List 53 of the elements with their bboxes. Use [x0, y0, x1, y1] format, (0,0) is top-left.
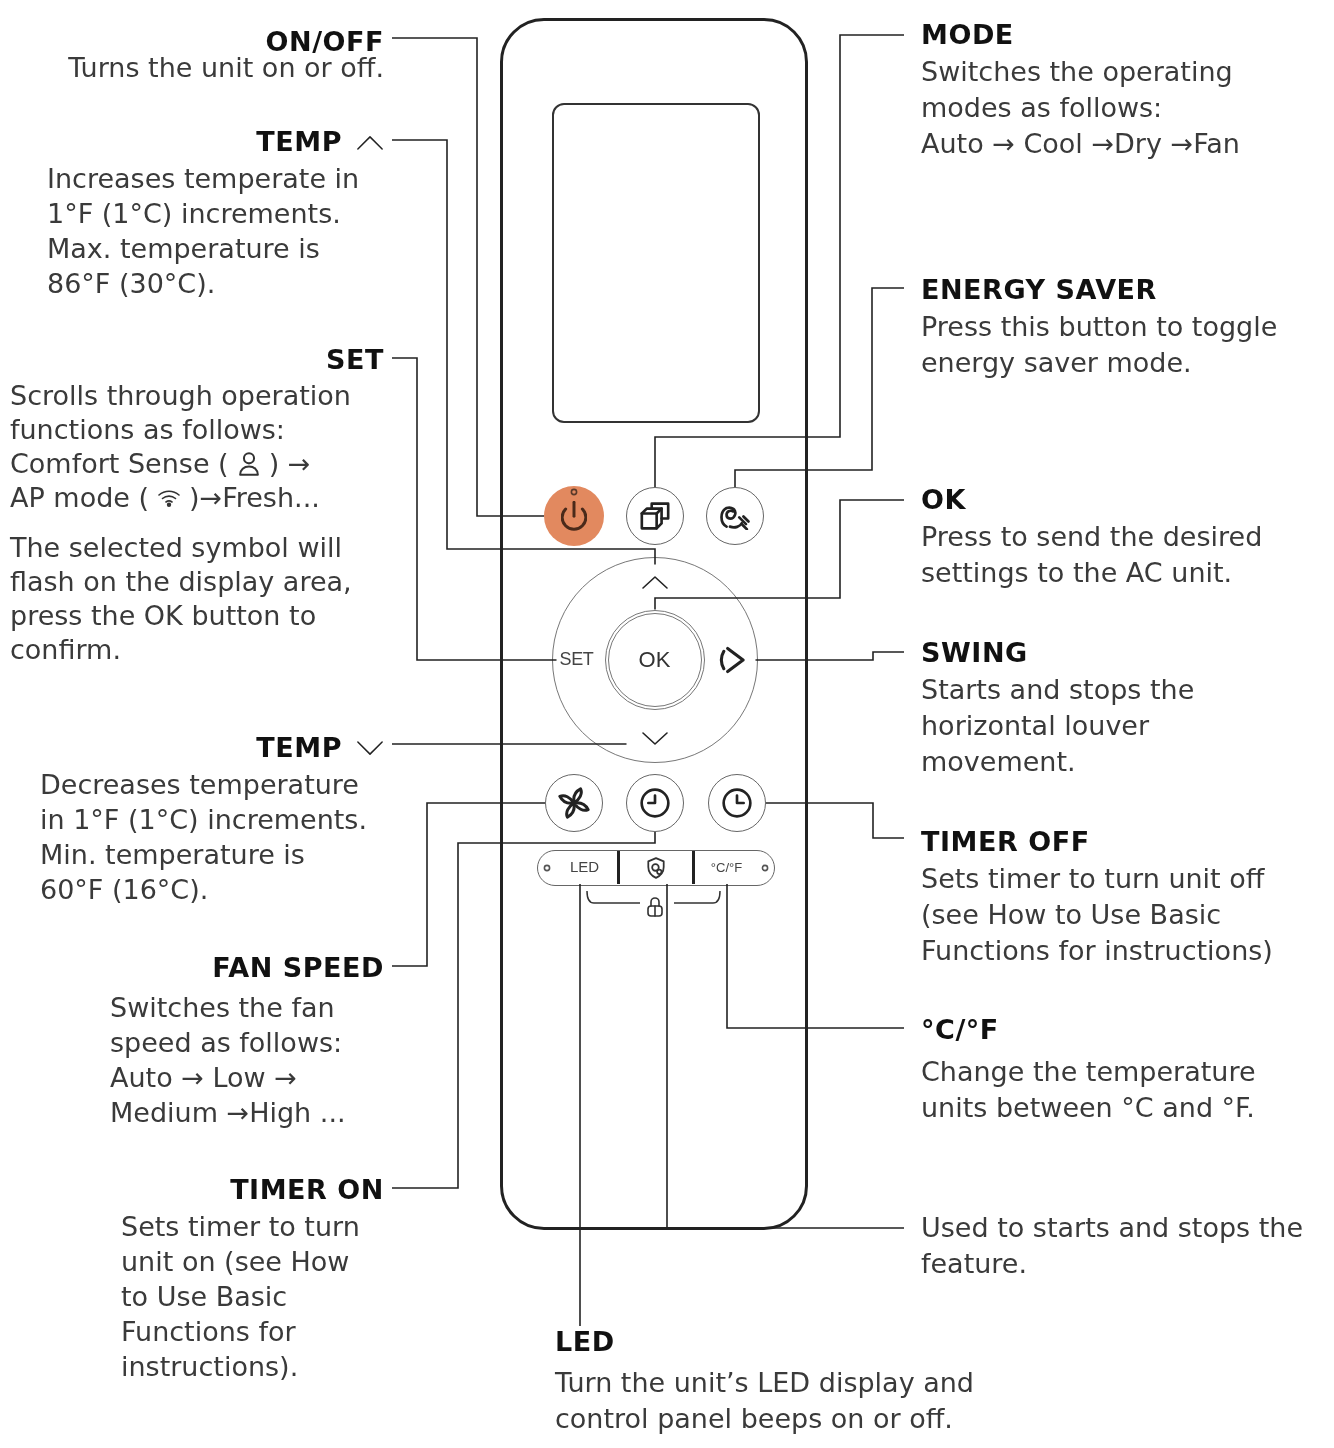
remote-body: [500, 18, 808, 1230]
callout-text: Press this button to toggle energy saver mode.: [921, 310, 1279, 380]
leader-line: [654, 499, 905, 611]
leader-line: [391, 802, 546, 967]
power-button: [544, 486, 604, 546]
leader-line: [391, 743, 628, 745]
callout-heading: LED: [555, 1326, 615, 1358]
leader-line: [765, 802, 905, 839]
callout-text: Increases temperate in 1°F (1°C) increments. Max. temperature is 86°F (30°C).: [47, 162, 361, 301]
leader-line: [391, 139, 656, 566]
callout-text: Switches the operating modes as follows:: [921, 55, 1234, 125]
leader-line: [579, 883, 581, 1327]
callout-heading: °C/°F: [921, 1014, 999, 1046]
callout-heading: MODE: [921, 19, 1014, 51]
callout-text: Auto → Cool →Dry →Fan: [921, 127, 1241, 161]
callout-heading: ENERGY SAVER: [921, 274, 1157, 306]
callout-heading: TIMER ON: [230, 1174, 384, 1206]
callout-text: Used to starts and stops the feature.: [921, 1211, 1305, 1281]
key-label: SET: [559, 648, 594, 671]
key-label: °C/°F: [710, 858, 743, 877]
callout-text: Press to send the desired settings to the AC unit.: [921, 520, 1264, 590]
callout-text: Sets timer to turn unit off (see How to Use Basic Functions for instructions): [921, 862, 1274, 968]
callout-text: ) →: [268, 448, 311, 479]
leader-line: [391, 37, 545, 517]
callout-heading: FAN SPEED: [212, 952, 384, 984]
leader-line: [391, 831, 656, 1189]
leader-line: [666, 883, 905, 1229]
key-label: LED: [569, 857, 600, 878]
callout-heading: OK: [921, 484, 966, 516]
callout-text: Turn the unit’s LED display and control panel beeps on or off.: [555, 1366, 975, 1436]
callout-text: Sets timer to turn unit on (see How to Use Basic Functions for instructions).: [121, 1210, 361, 1384]
callout-text: Starts and stops the horizontal louver movement.: [921, 673, 1196, 779]
callout-heading: SET: [326, 344, 384, 376]
leader-line: [391, 357, 558, 661]
callout-text: Switches the fan speed as follows:: [110, 991, 344, 1060]
leader-line: [726, 883, 905, 1029]
callout-text: AP mode (: [10, 482, 150, 513]
callout-text: Auto → Low → Medium →High ...: [110, 1061, 347, 1130]
callout-text: Scrolls through operation functions as follows:: [10, 379, 352, 447]
callout-text: The selected symbol will flash on the display area, press the OK button to confirm.: [10, 531, 353, 667]
display-screen: [552, 103, 760, 423]
callout-text: Comfort Sense (: [10, 448, 229, 479]
callout-text: Change the temperature units between °C and °F.: [921, 1055, 1257, 1125]
callout-heading: TEMP: [256, 126, 342, 158]
leader-line: [754, 651, 905, 661]
callout-text: )→Fresh...: [189, 482, 320, 513]
callout-heading: TIMER OFF: [921, 826, 1090, 858]
leader-line: [654, 34, 905, 488]
callout-heading: SWING: [921, 637, 1028, 669]
shield-button: [616, 851, 695, 884]
leader-line: [734, 287, 905, 488]
callout-heading: TEMP: [256, 732, 342, 764]
callout-text: Decreases temperature in 1°F (1°C) increments. Min. temperature is 60°F (16°C).: [40, 768, 368, 907]
